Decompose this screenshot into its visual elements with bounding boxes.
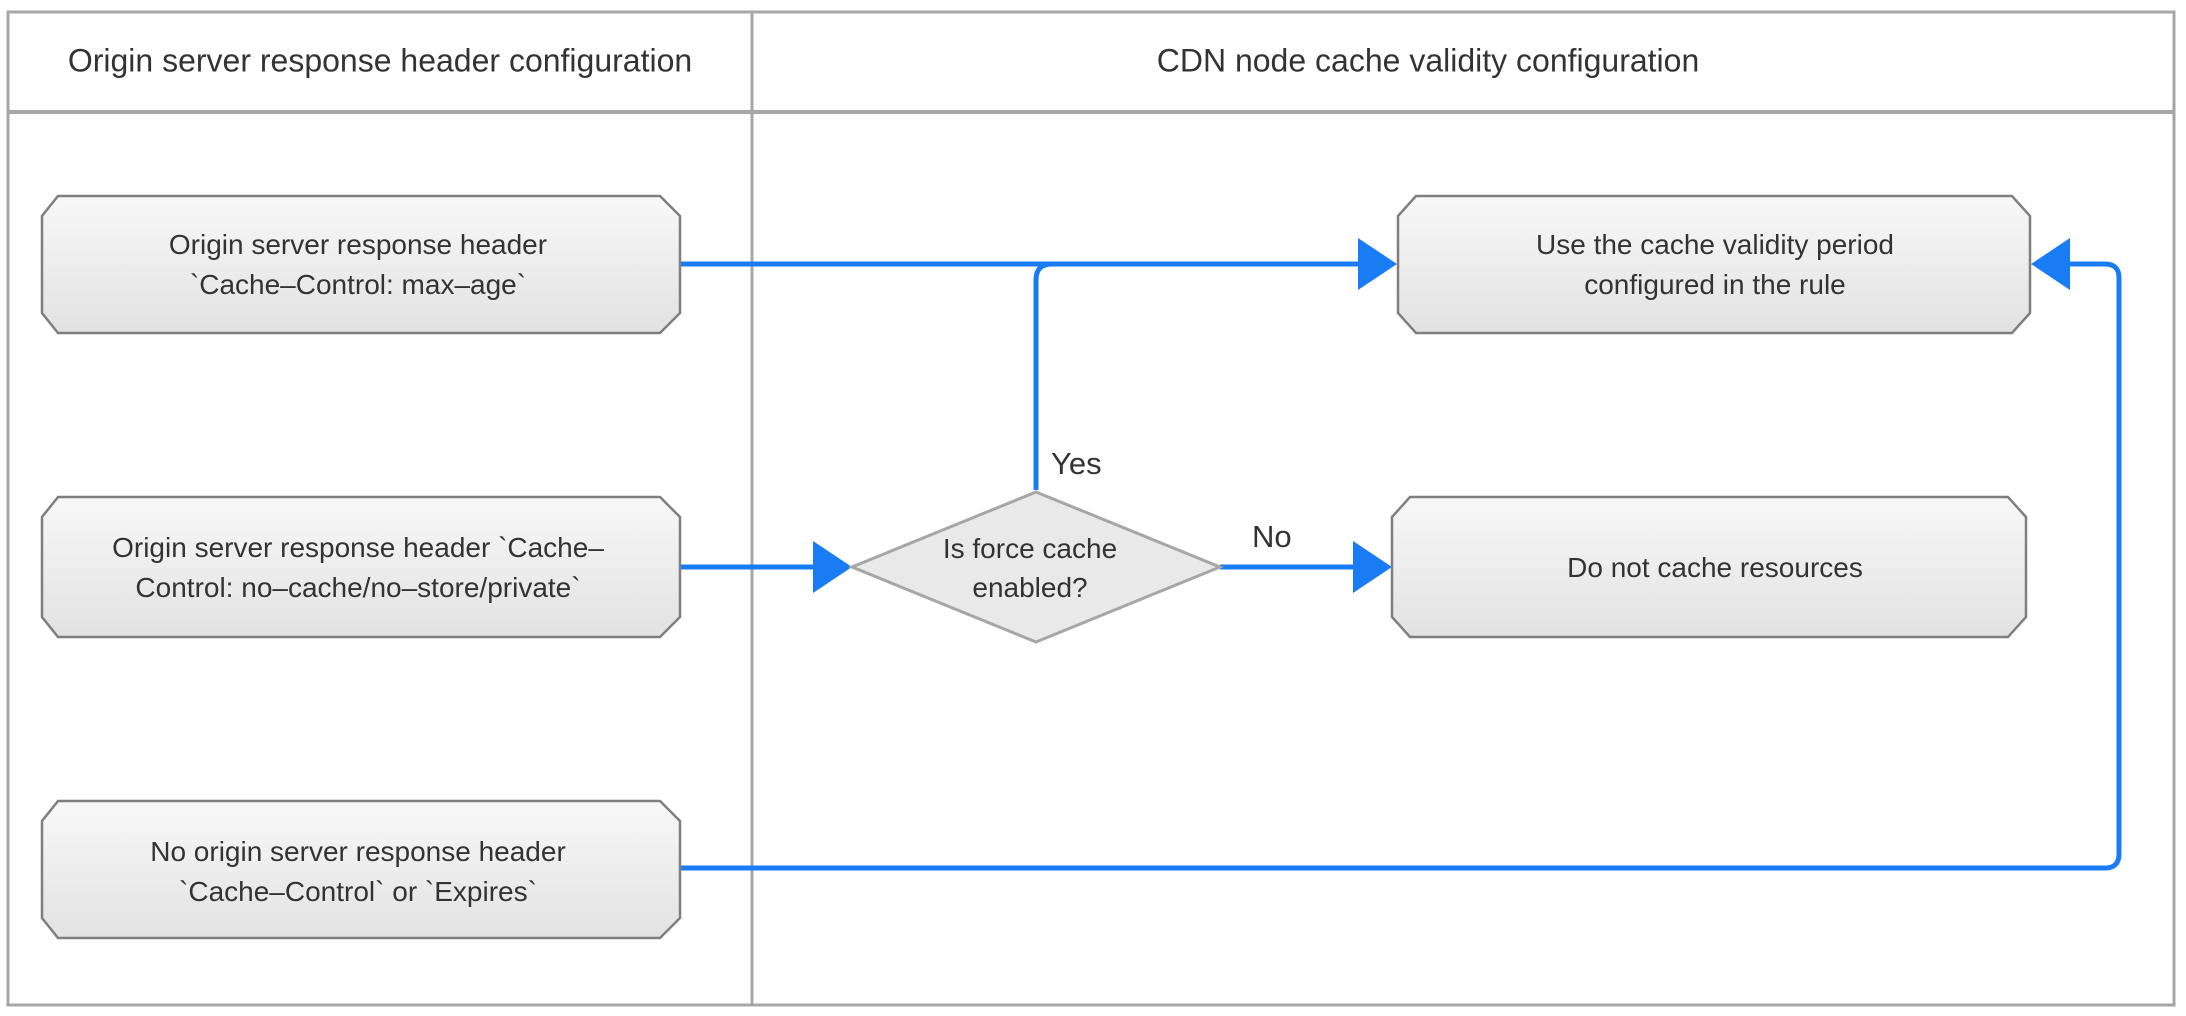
node-shape (1390, 495, 2028, 639)
node-label-line1: No origin server response header (150, 836, 566, 867)
flow-lines (680, 261, 2122, 871)
node-use-rule-period: Use the cache validity period configured… (1396, 194, 2032, 335)
node-do-not-cache: Do not cache resources (1390, 495, 2028, 639)
arrowhead-to-rule-right (2031, 238, 2070, 290)
node-label: Do not cache resources (1567, 552, 1863, 583)
node-shape (40, 194, 682, 335)
node-label-line2: Control: no–cache/no–store/private` (135, 572, 580, 603)
node-label-line1: Origin server response header `Cache– (112, 532, 604, 563)
node-no-cache: Origin server response header `Cache– Co… (40, 495, 682, 639)
node-label-line2: `Cache–Control` or `Expires` (179, 876, 537, 907)
decision-label-line2: enabled? (972, 572, 1087, 603)
node-label-line2: configured in the rule (1584, 269, 1846, 300)
node-shape (40, 799, 682, 940)
edge-no-header-to-rule (680, 261, 2122, 871)
outer-border (6, 10, 2176, 1007)
edge-decision-yes-to-rule (1033, 261, 1053, 490)
swimlane-frame: Origin server response header configurat… (6, 10, 2176, 1007)
node-label-line1: Use the cache validity period (1536, 229, 1894, 260)
yes-label: Yes (1051, 446, 1102, 481)
arrowhead-to-decision (813, 541, 852, 593)
arrowhead-to-rule-left (1358, 238, 1397, 290)
node-no-header: No origin server response header `Cache–… (40, 799, 682, 940)
arrowheads (813, 238, 2070, 593)
node-shape (40, 495, 682, 639)
node-label-line1: Origin server response header (169, 229, 547, 260)
lane-title-cdn: CDN node cache validity configuration (1157, 42, 1700, 78)
decision-force-cache: Is force cache enabled? (848, 490, 1224, 644)
arrowhead-to-do-not-cache (1353, 541, 1392, 593)
no-label: No (1252, 519, 1292, 554)
decision-label-line1: Is force cache (943, 533, 1117, 564)
node-label-line2: `Cache–Control: max–age` (190, 269, 526, 300)
decision-diamond (848, 490, 1224, 644)
node-max-age: Origin server response header `Cache–Con… (40, 194, 682, 335)
node-shape (1396, 194, 2032, 335)
lane-title-origin: Origin server response header configurat… (68, 42, 692, 78)
